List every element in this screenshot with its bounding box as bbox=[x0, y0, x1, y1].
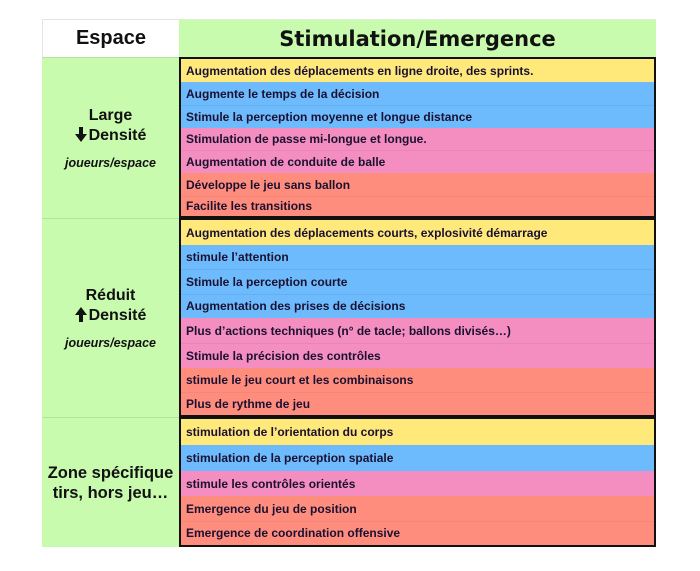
density-text: Densité bbox=[88, 307, 147, 324]
list-item: Augmentation des déplacements courts, ex… bbox=[181, 220, 654, 245]
down-arrow-icon bbox=[74, 126, 87, 146]
list-item: Augmente le temps de la décision bbox=[181, 82, 654, 105]
list-item: Facilite les transitions bbox=[181, 196, 654, 216]
list-item: stimule les contrôles orientés bbox=[181, 471, 654, 496]
stimulation-table: Espace Stimulation/Emergence Large Densi… bbox=[42, 19, 656, 547]
list-item: Augmentation de conduite de balle bbox=[181, 150, 654, 173]
espace-cell-large: Large Densité joueurs/espace bbox=[42, 57, 179, 218]
espace-subtitle: tirs, hors jeu… bbox=[52, 483, 169, 502]
list-item: Stimule la précision des contrôles bbox=[181, 343, 654, 368]
list-item: Stimule la perception courte bbox=[181, 269, 654, 294]
espace-cell-zone-specifique: Zone spécifique tirs, hors jeu… bbox=[42, 417, 179, 547]
list-item: Stimulation de passe mi-longue et longue… bbox=[181, 128, 654, 150]
up-arrow-icon bbox=[74, 306, 87, 326]
density-note: joueurs/espace bbox=[64, 336, 156, 350]
header-espace: Espace bbox=[42, 19, 179, 57]
espace-title: Large bbox=[88, 107, 133, 124]
list-item: Plus de rythme de jeu bbox=[181, 392, 654, 415]
list-item: Stimule la perception moyenne et longue … bbox=[181, 105, 654, 128]
list-item: Plus d’actions techniques (n° de tacle; … bbox=[181, 318, 654, 343]
section-block-zone-specifique: stimulation de l’orientation du corps st… bbox=[179, 417, 656, 547]
list-item: Développe le jeu sans ballon bbox=[181, 173, 654, 196]
list-item: stimulation de la perception spatiale bbox=[181, 445, 654, 471]
header-stimulation-emergence: Stimulation/Emergence bbox=[179, 19, 656, 57]
list-item: Augmentation des prises de décisions bbox=[181, 294, 654, 318]
section-block-reduit: Augmentation des déplacements courts, ex… bbox=[179, 218, 656, 417]
espace-title: Zone spécifique bbox=[47, 463, 174, 482]
list-item: stimulation de l’orientation du corps bbox=[181, 419, 654, 445]
density-text: Densité bbox=[88, 127, 147, 144]
list-item: Emergence de coordination offensive bbox=[181, 521, 654, 545]
list-item: stimule l’attention bbox=[181, 245, 654, 269]
list-item: Emergence du jeu de position bbox=[181, 496, 654, 521]
density-note: joueurs/espace bbox=[64, 156, 156, 170]
density-label: Densité bbox=[74, 126, 147, 146]
density-label: Densité bbox=[74, 306, 147, 326]
espace-cell-reduit: Réduit Densité joueurs/espace bbox=[42, 218, 179, 417]
list-item: Augmentation des déplacements en ligne d… bbox=[181, 59, 654, 82]
list-item: stimule le jeu court et les combinaisons bbox=[181, 368, 654, 392]
section-block-large: Augmentation des déplacements en ligne d… bbox=[179, 57, 656, 218]
espace-title: Réduit bbox=[85, 287, 136, 304]
